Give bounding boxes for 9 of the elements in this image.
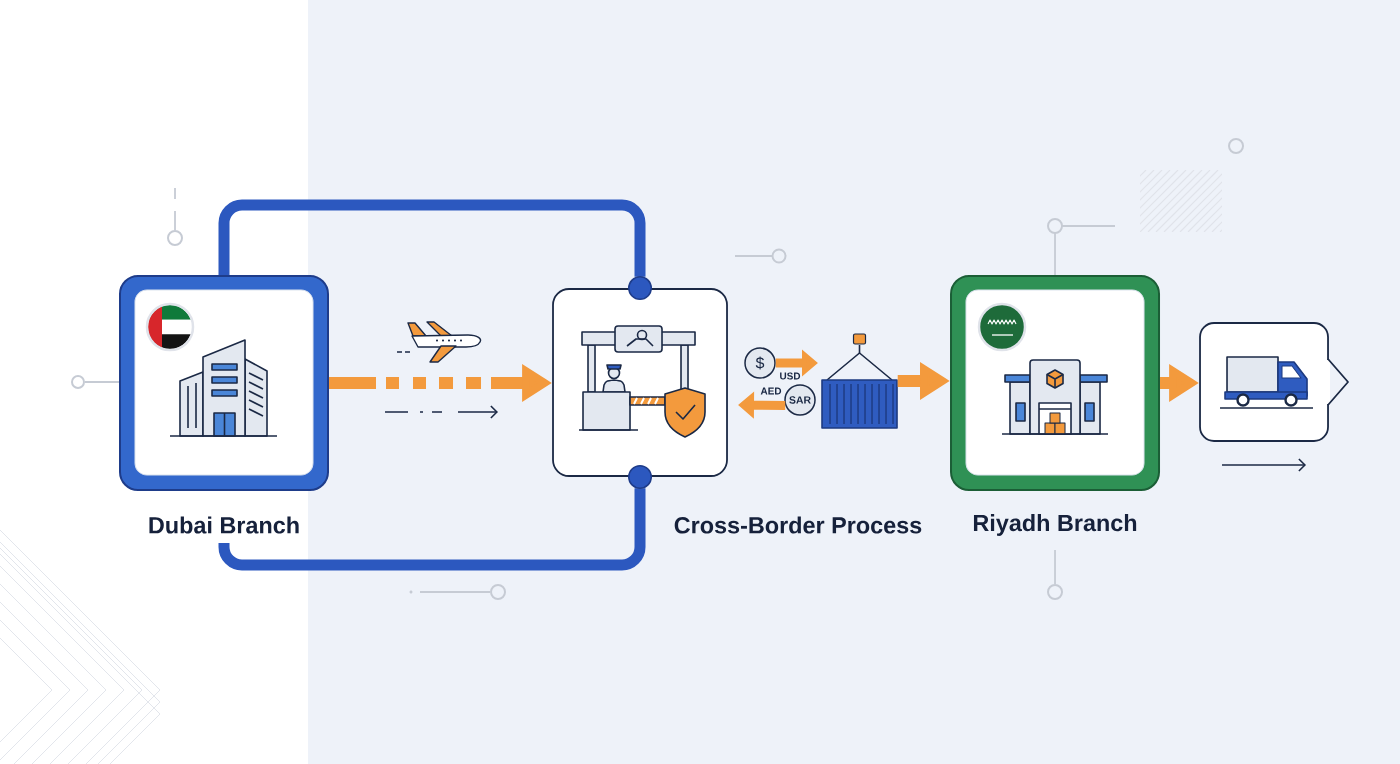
currency-code: USD <box>780 372 801 380</box>
currency-code: AED <box>760 387 782 395</box>
currency-coin: SAR <box>784 384 816 416</box>
shipping-container-icon <box>821 333 898 429</box>
currency-coin: $ <box>744 347 776 379</box>
connector-line <box>218 199 652 301</box>
node-title: Dubai Branch <box>149 516 299 534</box>
node-title: Riyadh Branch <box>973 514 1137 536</box>
node-title: Cross-Border Process <box>674 516 922 534</box>
